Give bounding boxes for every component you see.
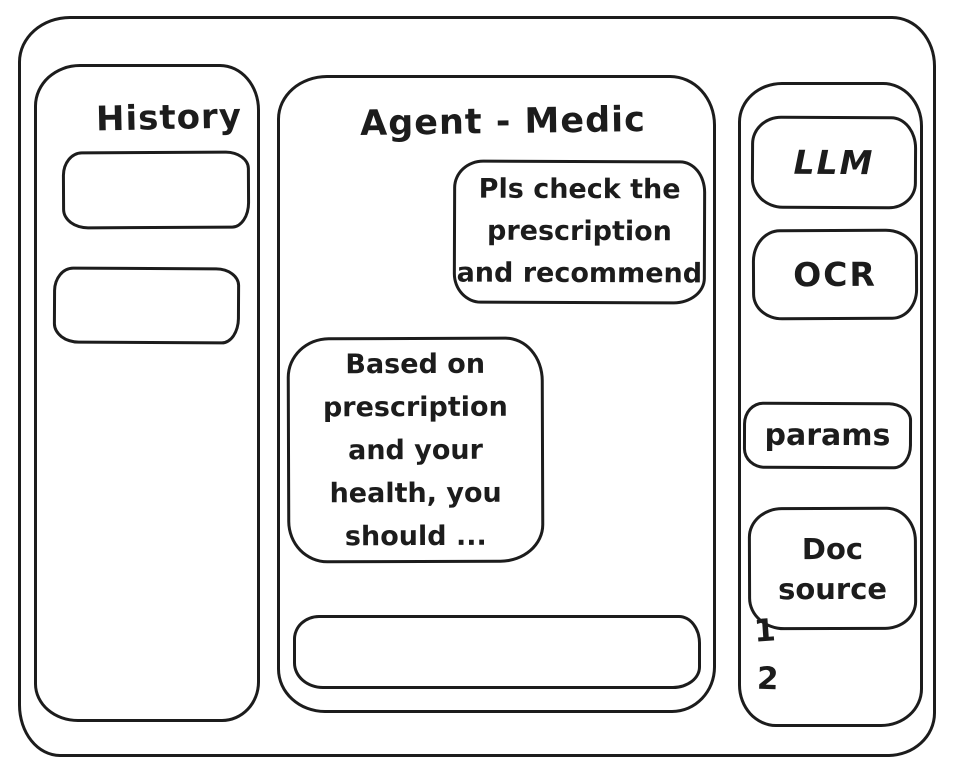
llm-button[interactable]: LLM (750, 115, 918, 210)
doc-source-item[interactable]: 2 (756, 660, 780, 698)
ocr-button[interactable]: OCR (751, 228, 919, 321)
params-button[interactable]: params (742, 401, 913, 470)
history-item[interactable] (52, 266, 241, 345)
assistant-message-bubble: Based on prescription and your health, y… (286, 336, 545, 564)
history-panel-title: History (95, 96, 243, 140)
chat-input[interactable] (293, 615, 701, 689)
history-item[interactable] (61, 150, 251, 230)
user-message-bubble: Pls check the prescription and recommend (452, 159, 707, 305)
chat-panel-title: Agent - Medic (359, 100, 647, 144)
doc-source-item[interactable]: 1 (752, 612, 777, 650)
